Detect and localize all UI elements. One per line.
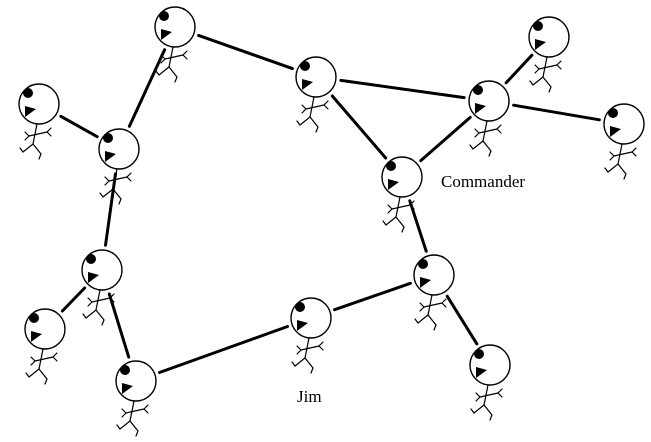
- person-node-p10: [24, 308, 66, 385]
- person-node-p8: [381, 156, 423, 233]
- edge-p1-p3: [127, 48, 167, 128]
- person-node-p2: [18, 83, 60, 160]
- mouth: [475, 103, 486, 114]
- mouth: [535, 39, 546, 50]
- eye: [418, 259, 428, 269]
- eye: [473, 85, 483, 95]
- person-node-p5: [528, 16, 570, 93]
- eye: [120, 365, 130, 375]
- eye: [386, 161, 396, 171]
- edge-p5-p6: [504, 53, 534, 85]
- eye: [474, 349, 484, 359]
- person-node-p4: [295, 56, 337, 133]
- mouth: [88, 272, 99, 283]
- mouth: [388, 179, 399, 190]
- person-node-p7: [603, 103, 645, 180]
- mouth: [302, 79, 313, 90]
- jim-label: Jim: [297, 387, 322, 406]
- mouth: [476, 367, 487, 378]
- edge-p6-p8: [419, 115, 472, 163]
- edge-p11-p12: [333, 281, 412, 312]
- mouth: [297, 320, 308, 331]
- person-node-p1: [154, 6, 196, 83]
- person-node-p6: [468, 80, 510, 157]
- eye: [86, 254, 96, 264]
- eye: [295, 302, 305, 312]
- mouth: [105, 151, 116, 162]
- mouth: [420, 277, 431, 288]
- mouth: [25, 106, 36, 117]
- eye: [608, 108, 618, 118]
- person-node-p12: [290, 297, 332, 374]
- edge-p1-p4: [197, 33, 294, 71]
- eye: [300, 61, 310, 71]
- person-node-p13: [115, 360, 157, 437]
- edge-p9-p10: [60, 286, 87, 313]
- eye: [23, 88, 33, 98]
- mouth: [122, 383, 133, 394]
- edge-p4-p8: [330, 94, 388, 160]
- eye: [159, 11, 169, 21]
- edge-p4-p6: [339, 78, 466, 100]
- eye: [533, 21, 543, 31]
- edges: [59, 33, 601, 374]
- mouth: [161, 29, 172, 40]
- nodes: [18, 6, 645, 437]
- person-node-p11: [413, 254, 455, 331]
- edge-p12-p13: [158, 325, 289, 374]
- edge-p2-p3: [59, 114, 99, 139]
- person-node-p3: [98, 128, 140, 205]
- person-node-p9: [81, 249, 123, 326]
- eye: [29, 313, 39, 323]
- edge-p9-p13: [107, 292, 131, 359]
- mouth: [31, 331, 42, 342]
- edge-p11-p14: [445, 294, 479, 346]
- mouth: [610, 126, 621, 137]
- person-node-p14: [469, 344, 511, 421]
- edge-p8-p11: [408, 199, 428, 253]
- edge-p6-p7: [512, 103, 601, 122]
- eye: [103, 133, 113, 143]
- commander-label: Commander: [441, 172, 525, 191]
